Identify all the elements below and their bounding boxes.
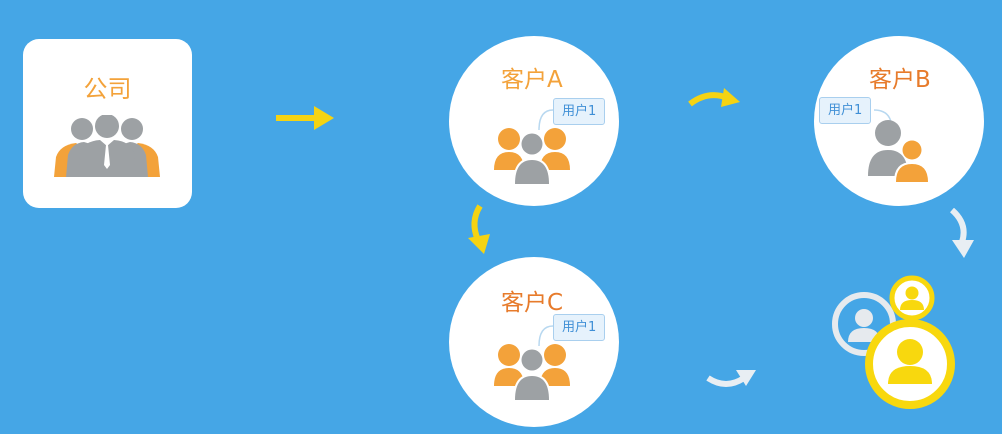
connector-line xyxy=(538,109,554,131)
customer-a-circle: 客户A 用户1 xyxy=(449,36,619,206)
customer-a-title: 客户A xyxy=(501,67,563,93)
customer-b-title: 客户B xyxy=(869,67,931,93)
group-people-icon xyxy=(54,115,160,177)
customer-b-circle: 客户B 用户1 xyxy=(814,36,984,206)
right-arrow-icon xyxy=(276,106,334,130)
connector-line xyxy=(538,325,554,347)
curved-arrow-icon xyxy=(468,204,490,254)
company-title: 公司 xyxy=(83,75,132,103)
customer-c-circle: 客户C 用户1 xyxy=(449,257,619,427)
company-card: 公司 xyxy=(23,39,192,208)
curved-arrow-icon xyxy=(706,370,756,387)
user-pair-icon xyxy=(868,120,930,182)
curved-arrow-icon xyxy=(688,88,740,107)
customer-c-user-tag: 用户1 xyxy=(553,314,606,341)
customer-b-user-tag: 用户1 xyxy=(819,97,872,124)
customer-c-title: 客户C xyxy=(501,290,564,316)
people-group-icon xyxy=(494,128,570,184)
curved-arrow-icon xyxy=(949,208,974,258)
user-circles-icon xyxy=(832,275,955,409)
customer-a-user-tag: 用户1 xyxy=(553,98,606,125)
people-group-icon xyxy=(494,344,570,400)
